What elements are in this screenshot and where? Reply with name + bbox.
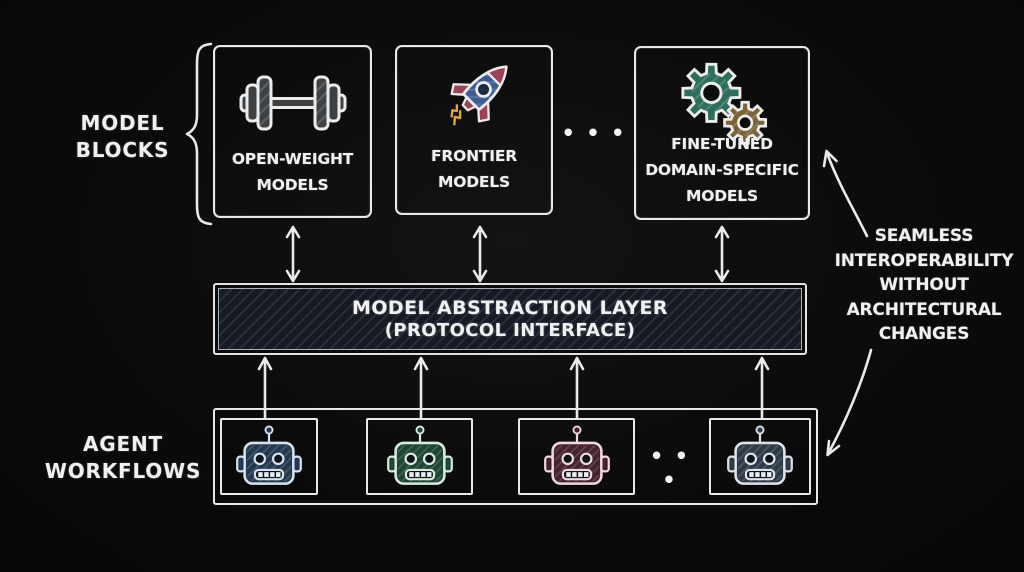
robot-green-icon <box>386 425 453 485</box>
dumbbell-icon <box>238 65 348 145</box>
agent-workflows-container <box>213 408 818 505</box>
model-abstraction-layer: MODEL ABSTRACTION LAYER (PROTOCOL INTERF… <box>213 283 807 355</box>
model-box-open-weight: OPEN-WEIGHT MODELS <box>213 45 372 218</box>
model-box-label: FINE-TUNED DOMAIN-SPECIFIC MODELS <box>645 135 799 205</box>
abstraction-layer-surface: MODEL ABSTRACTION LAYER (PROTOCOL INTERF… <box>218 288 802 350</box>
agent-box-2 <box>366 418 473 495</box>
double-arrow-box3-layer <box>714 225 730 283</box>
model-box-frontier: FRONTIER MODELS <box>395 45 553 215</box>
model-box-fine-tuned: FINE-TUNED DOMAIN-SPECIFIC MODELS <box>634 46 810 220</box>
interoperability-annotation: SEAMLESS INTEROPERABILITY WITHOUT ARCHIT… <box>834 226 1014 344</box>
abstraction-layer-subtitle: (PROTOCOL INTERFACE) <box>384 320 636 341</box>
double-arrow-box1-layer <box>285 225 301 283</box>
gears-icon <box>669 56 775 154</box>
models-ellipsis: • • • <box>561 121 627 145</box>
agent-box-4 <box>709 418 811 495</box>
agent-box-1 <box>220 418 318 495</box>
dumbbell-hatch <box>259 78 269 128</box>
rocket-icon <box>426 53 522 149</box>
model-blocks-label: MODEL BLOCKS <box>75 111 170 162</box>
abstraction-layer-title: MODEL ABSTRACTION LAYER <box>352 297 668 319</box>
robot-maroon-icon <box>543 425 610 485</box>
agent-workflows-label: AGENT WORKFLOWS <box>44 432 202 483</box>
model-box-label: FRONTIER MODELS <box>431 147 517 191</box>
agents-ellipsis: • • • <box>649 444 691 492</box>
double-arrow-box2-layer <box>472 225 488 283</box>
agent-box-3 <box>518 418 635 495</box>
robot-slate-icon <box>727 425 793 485</box>
model-box-label: OPEN-WEIGHT MODELS <box>231 150 354 194</box>
robot-blue-icon <box>236 425 302 485</box>
annotation-arrow-down <box>826 348 873 457</box>
